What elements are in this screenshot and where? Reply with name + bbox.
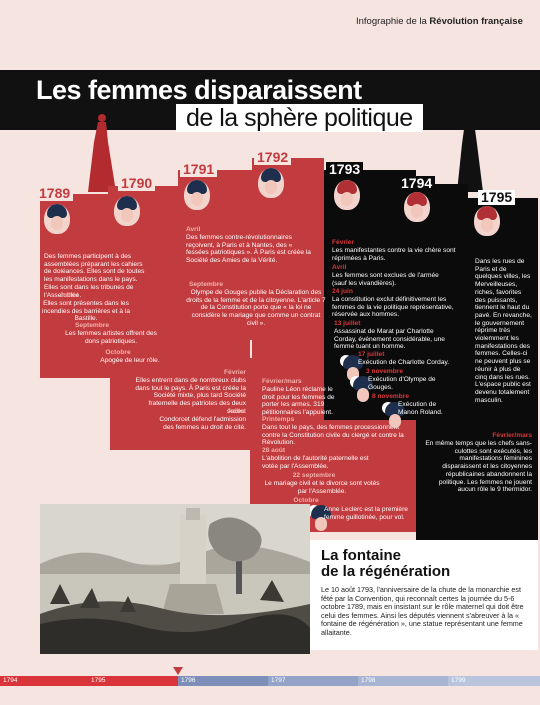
- text-1792-22sept: Le mariage civil et le divorce sont voté…: [264, 480, 380, 495]
- date-1793-17juillet: 17 juillet: [358, 351, 385, 358]
- column-1794: [396, 184, 468, 420]
- timeline-segment-1795: 1795: [88, 676, 178, 686]
- year-1795: 1795: [478, 190, 516, 205]
- column-1795-lower: [416, 420, 538, 540]
- date-1792-octobre: Octobre: [293, 497, 319, 504]
- text-1791-avril: Des femmes contre-révolutionnaires reçoi…: [186, 234, 311, 265]
- date-1793-3nov: 3 novembre: [366, 368, 404, 375]
- column-1795: [466, 198, 538, 430]
- text-1795-fevmars: En même temps que les chefs sans-culotte…: [425, 440, 532, 494]
- timeline-segment-1794: 1794: [0, 676, 88, 686]
- date-1793-24juin: 24 juin: [332, 288, 353, 295]
- portrait-1789-icon: [44, 204, 70, 234]
- portrait-1794-icon: [404, 192, 430, 222]
- year-1790: 1790: [118, 176, 156, 191]
- page-subtitle: de la sphère politique: [176, 104, 423, 132]
- date-1792-fevmars: Février/mars: [262, 378, 302, 385]
- date-1789-juillet: Juillet: [59, 292, 79, 299]
- date-1792-22sept: 22 septembre: [292, 472, 336, 479]
- fontaine-title: La fontaine de la régénération: [321, 547, 451, 580]
- timeline-marker-icon: [173, 667, 183, 675]
- engraving-drawing: [40, 504, 310, 654]
- woman-silhouette-black: [457, 114, 483, 192]
- text-1795-intro: Dans les rues de Paris et de quelques vi…: [475, 258, 532, 404]
- portrait-1795-icon: [474, 206, 500, 236]
- text-1793-3nov: Exécution d'Olympe de Gouges.: [368, 376, 436, 391]
- date-1793-fevrier: Février: [332, 239, 354, 246]
- header-label: Infographie de la Révolution française: [356, 16, 523, 27]
- text-1793-avril: Les femmes sont exclues de l'armée (sauf…: [332, 272, 439, 287]
- date-1791-avril: Avril: [186, 226, 201, 233]
- woman-silhouette-red: [88, 114, 116, 192]
- guillotine-portrait-icon: [308, 505, 331, 531]
- date-1791-fevrier: Février: [224, 369, 246, 376]
- text-1789-juillet: Elles sont présentes dans les incendies …: [42, 300, 130, 323]
- text-1791-juillet: Condorcet défend l'admission des femmes …: [159, 416, 246, 431]
- date-1789-octobre: Octobre: [105, 349, 131, 356]
- text-1791-fevrier: Elles entrent dans de nombreux clubs dan…: [135, 377, 246, 415]
- text-1793-17juillet: Exécution de Charlotte Corday.: [358, 359, 450, 366]
- portrait-1793-icon: [334, 180, 360, 210]
- portrait-1790-icon: [114, 196, 140, 226]
- date-1795-fevmars: Février/mars: [492, 432, 532, 439]
- text-1792-printemps: Dans tout le pays, des femmes procession…: [262, 424, 404, 447]
- date-1792-printemps: Printemps: [262, 416, 295, 423]
- text-1793-fevrier: Les manifestantes contre la vie chère so…: [332, 247, 456, 262]
- fontaine-box: [310, 540, 538, 650]
- text-1793-13juillet: Assassinat de Marat par Charlotte Corday…: [334, 328, 445, 351]
- date-1791-juillet: Juillet: [226, 408, 246, 415]
- text-1789-intro: Des femmes participent à des assemblées …: [44, 253, 145, 299]
- column-1791-lower: [110, 340, 250, 450]
- text-1791-septembre: Olympe de Gouges publie la Déclaration d…: [186, 289, 326, 327]
- portrait-1791-icon: [184, 180, 210, 210]
- year-1791: 1791: [180, 162, 218, 177]
- revolution-engraving-image: [40, 504, 310, 654]
- year-1793: 1793: [326, 162, 364, 177]
- year-1789: 1789: [36, 186, 74, 201]
- execution-icon-gouges: [350, 376, 373, 402]
- timeline-bar: 1794 1795 1796 1797 1798 1799: [0, 676, 540, 686]
- year-1794: 1794: [398, 176, 436, 191]
- timeline-segment-1797: 1797: [268, 676, 358, 686]
- timeline-segment-1799: 1799: [448, 676, 540, 686]
- timeline-segment-1796: 1796: [178, 676, 268, 686]
- text-1789-septembre: Les femmes artistes offrent des dons pat…: [65, 330, 157, 345]
- text-1792-octobre: Anne Leclerc est la première femme guill…: [324, 506, 408, 521]
- date-1793-avril: Avril: [332, 264, 347, 271]
- portrait-1792-icon: [258, 168, 284, 198]
- text-1793-8nov: Exécution de Manon Roland.: [398, 401, 443, 416]
- text-1793-24juin: La constitution exclut définitivement le…: [332, 296, 454, 319]
- date-1792-28aout: 28 août: [262, 447, 286, 454]
- text-1792-fevmars: Pauline Léon réclame le droit pour les f…: [262, 386, 335, 417]
- execution-icon-roland: [382, 402, 405, 428]
- date-1791-septembre: Septembre: [188, 281, 224, 288]
- date-1793-13juillet: 13 juillet: [334, 320, 361, 327]
- execution-icon-corday: [340, 355, 363, 381]
- date-1793-8nov: 8 novembre: [372, 393, 410, 400]
- date-1789-septembre: Septembre: [74, 322, 110, 329]
- text-1792-28aout: L'abolition de l'autorité paternelle est…: [262, 455, 369, 470]
- year-1792: 1792: [254, 150, 292, 165]
- text-1789-octobre: Apogée de leur rôle.: [100, 357, 160, 364]
- page-title: Les femmes disparaissent: [26, 74, 372, 106]
- timeline-segment-1798: 1798: [358, 676, 448, 686]
- fontaine-text: Le 10 août 1793, l'anniversaire de la ch…: [321, 585, 524, 637]
